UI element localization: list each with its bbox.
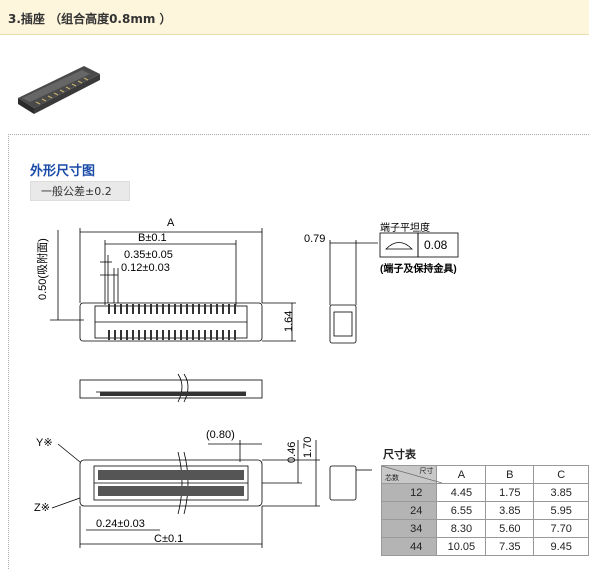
col-header: A	[436, 465, 487, 484]
dim-table: 尺寸 芯数 A B C 12 4.45 1.75 3.85 24 6.55 3.…	[380, 465, 589, 556]
table-header-row: 尺寸 芯数 A B C	[380, 465, 589, 484]
outline-heading: 外形尺寸图	[30, 164, 96, 179]
cell: 6.55	[436, 501, 487, 520]
label-pitch-012: 0.12±0.03	[121, 262, 170, 274]
label-024: 0.24±0.03	[96, 518, 145, 530]
cell: 3.85	[533, 483, 589, 502]
cell: 5.95	[533, 501, 589, 520]
label-164: 1.64	[283, 310, 295, 332]
col-header: C	[533, 465, 589, 484]
table-corner: 尺寸 芯数	[380, 465, 442, 484]
row-pins: 12	[380, 483, 438, 502]
table-row: 12 4.45 1.75 3.85	[380, 483, 589, 502]
cell: 9.45	[533, 537, 589, 556]
label-B: B±0.1	[138, 232, 167, 244]
label-079: 0.79	[304, 233, 326, 245]
label-flatness-value: 0.08	[424, 238, 448, 252]
cell: 1.75	[485, 483, 535, 502]
label-flatness-note: (端子及保持金具)	[380, 264, 457, 275]
dim-table-title: 尺寸表	[383, 448, 416, 461]
row-pins: 24	[380, 501, 438, 520]
corner-bottom: 芯数	[385, 475, 399, 482]
cell: 7.35	[485, 537, 535, 556]
label-A: A	[167, 217, 175, 229]
cell: 4.45	[436, 483, 487, 502]
label-050: 0.50(吸附面)	[37, 238, 49, 300]
section-title: 3.插座 （组合高度0.8mm ）	[8, 12, 172, 26]
product-image	[18, 66, 100, 114]
divider	[8, 134, 589, 135]
cell: 8.30	[436, 519, 487, 538]
divider-vertical	[8, 134, 9, 569]
label-Y: Y※	[36, 437, 53, 449]
table-row: 24 6.55 3.85 5.95	[380, 501, 589, 520]
table-row: 34 8.30 5.60 7.70	[380, 519, 589, 538]
tolerance-note: 一般公差±0.2	[30, 181, 130, 201]
row-pins: 34	[380, 519, 438, 538]
label-Z: Z※	[34, 502, 50, 514]
section-header: 3.插座 （组合高度0.8mm ）	[0, 0, 589, 35]
col-header: B	[485, 465, 535, 484]
cell: 10.05	[436, 537, 487, 556]
row-pins: 44	[380, 537, 438, 556]
label-046: 0.46	[286, 441, 298, 463]
corner-top: 尺寸	[419, 468, 434, 475]
label-080: (0.80)	[206, 429, 235, 441]
table-row: 44 10.05 7.35 9.45	[380, 537, 589, 556]
cell: 7.70	[533, 519, 589, 538]
label-C: C±0.1	[154, 533, 184, 545]
label-170: 1.70	[302, 436, 314, 458]
label-pitch-035: 0.35±0.05	[124, 249, 173, 261]
cell: 3.85	[485, 501, 535, 520]
cell: 5.60	[485, 519, 535, 538]
label-flatness-title: 端子平坦度	[380, 223, 430, 234]
